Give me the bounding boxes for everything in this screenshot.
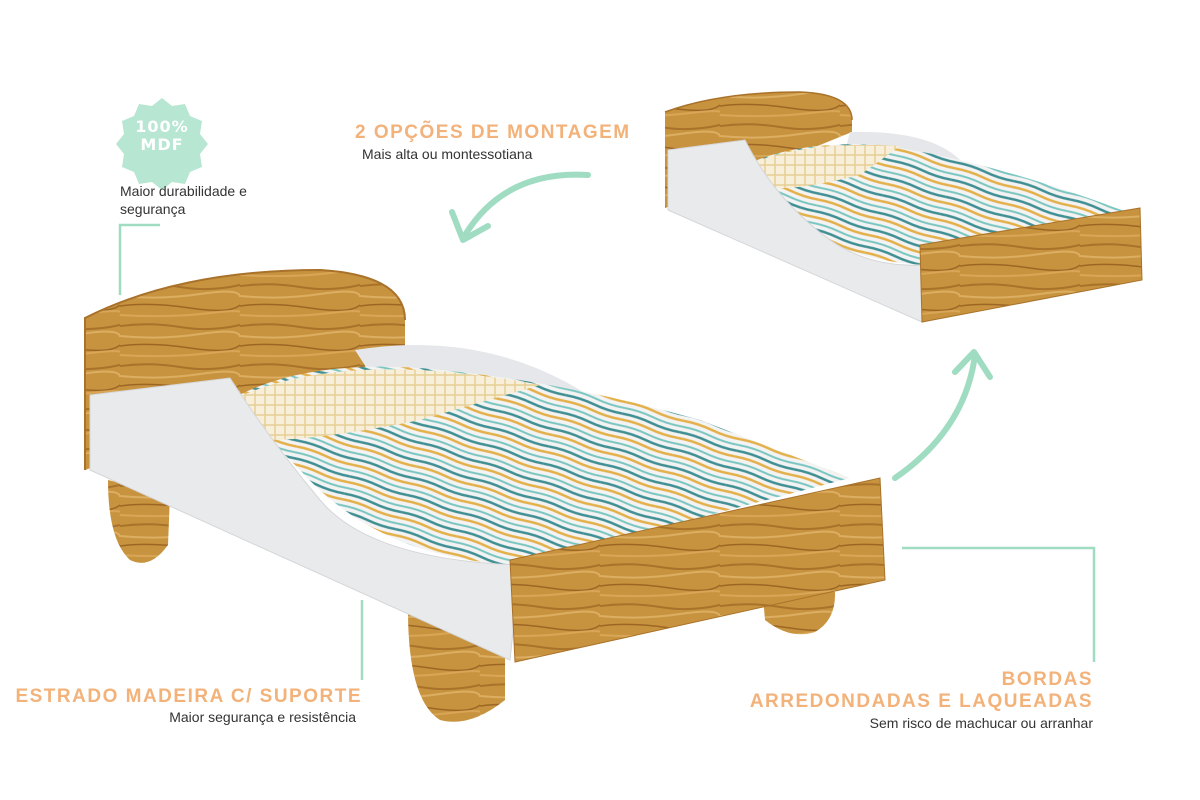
badge-caption-line-2: segurança: [120, 201, 186, 217]
assembly-heading: 2 OPÇÕES DE MONTAGEM: [355, 122, 631, 143]
mdf-badge-icon: [116, 98, 208, 190]
badge-line-2: MDF: [140, 135, 184, 154]
arrow-head-top-icon: [449, 209, 491, 243]
callout-lines: [118, 223, 1096, 680]
badge-leader-line: [118, 223, 160, 295]
edges-heading-line-1: BORDAS: [1001, 669, 1093, 690]
frame-heading: ESTRADO MADEIRA C/ SUPORTE: [15, 686, 362, 707]
montessori-floor-bed-image: [664, 91, 1143, 323]
front-side-panel: [89, 377, 521, 661]
edges-subtext: Sem risco de machucar ou arranhar: [869, 715, 1093, 731]
assembly-subtext: Mais alta ou montessotiana: [362, 146, 533, 162]
footboard: [509, 477, 886, 663]
back-leg: [108, 480, 170, 563]
bed-with-legs-image: [84, 268, 886, 722]
small-footboard: [919, 207, 1143, 323]
small-blanket: [745, 144, 900, 189]
arrow-head-bottom-icon: [952, 349, 993, 380]
mdf-badge-label: 100% MDF: [122, 118, 202, 154]
curved-arrow-top: [462, 171, 591, 238]
edges-leader-line: [902, 546, 1096, 662]
pillow-blanket: [228, 369, 540, 440]
badge-line-1: 100%: [135, 117, 189, 136]
frame-subtext: Maior segurança e resistência: [169, 709, 356, 725]
assembly-arrows: [449, 171, 993, 481]
edges-heading-line-2: ARREDONDADAS E LAQUEADAS: [749, 691, 1093, 712]
small-front-panel: [667, 139, 926, 323]
badge-caption-line-1: Maior durabilidade e: [120, 183, 247, 199]
curved-arrow-bottom: [892, 352, 978, 481]
